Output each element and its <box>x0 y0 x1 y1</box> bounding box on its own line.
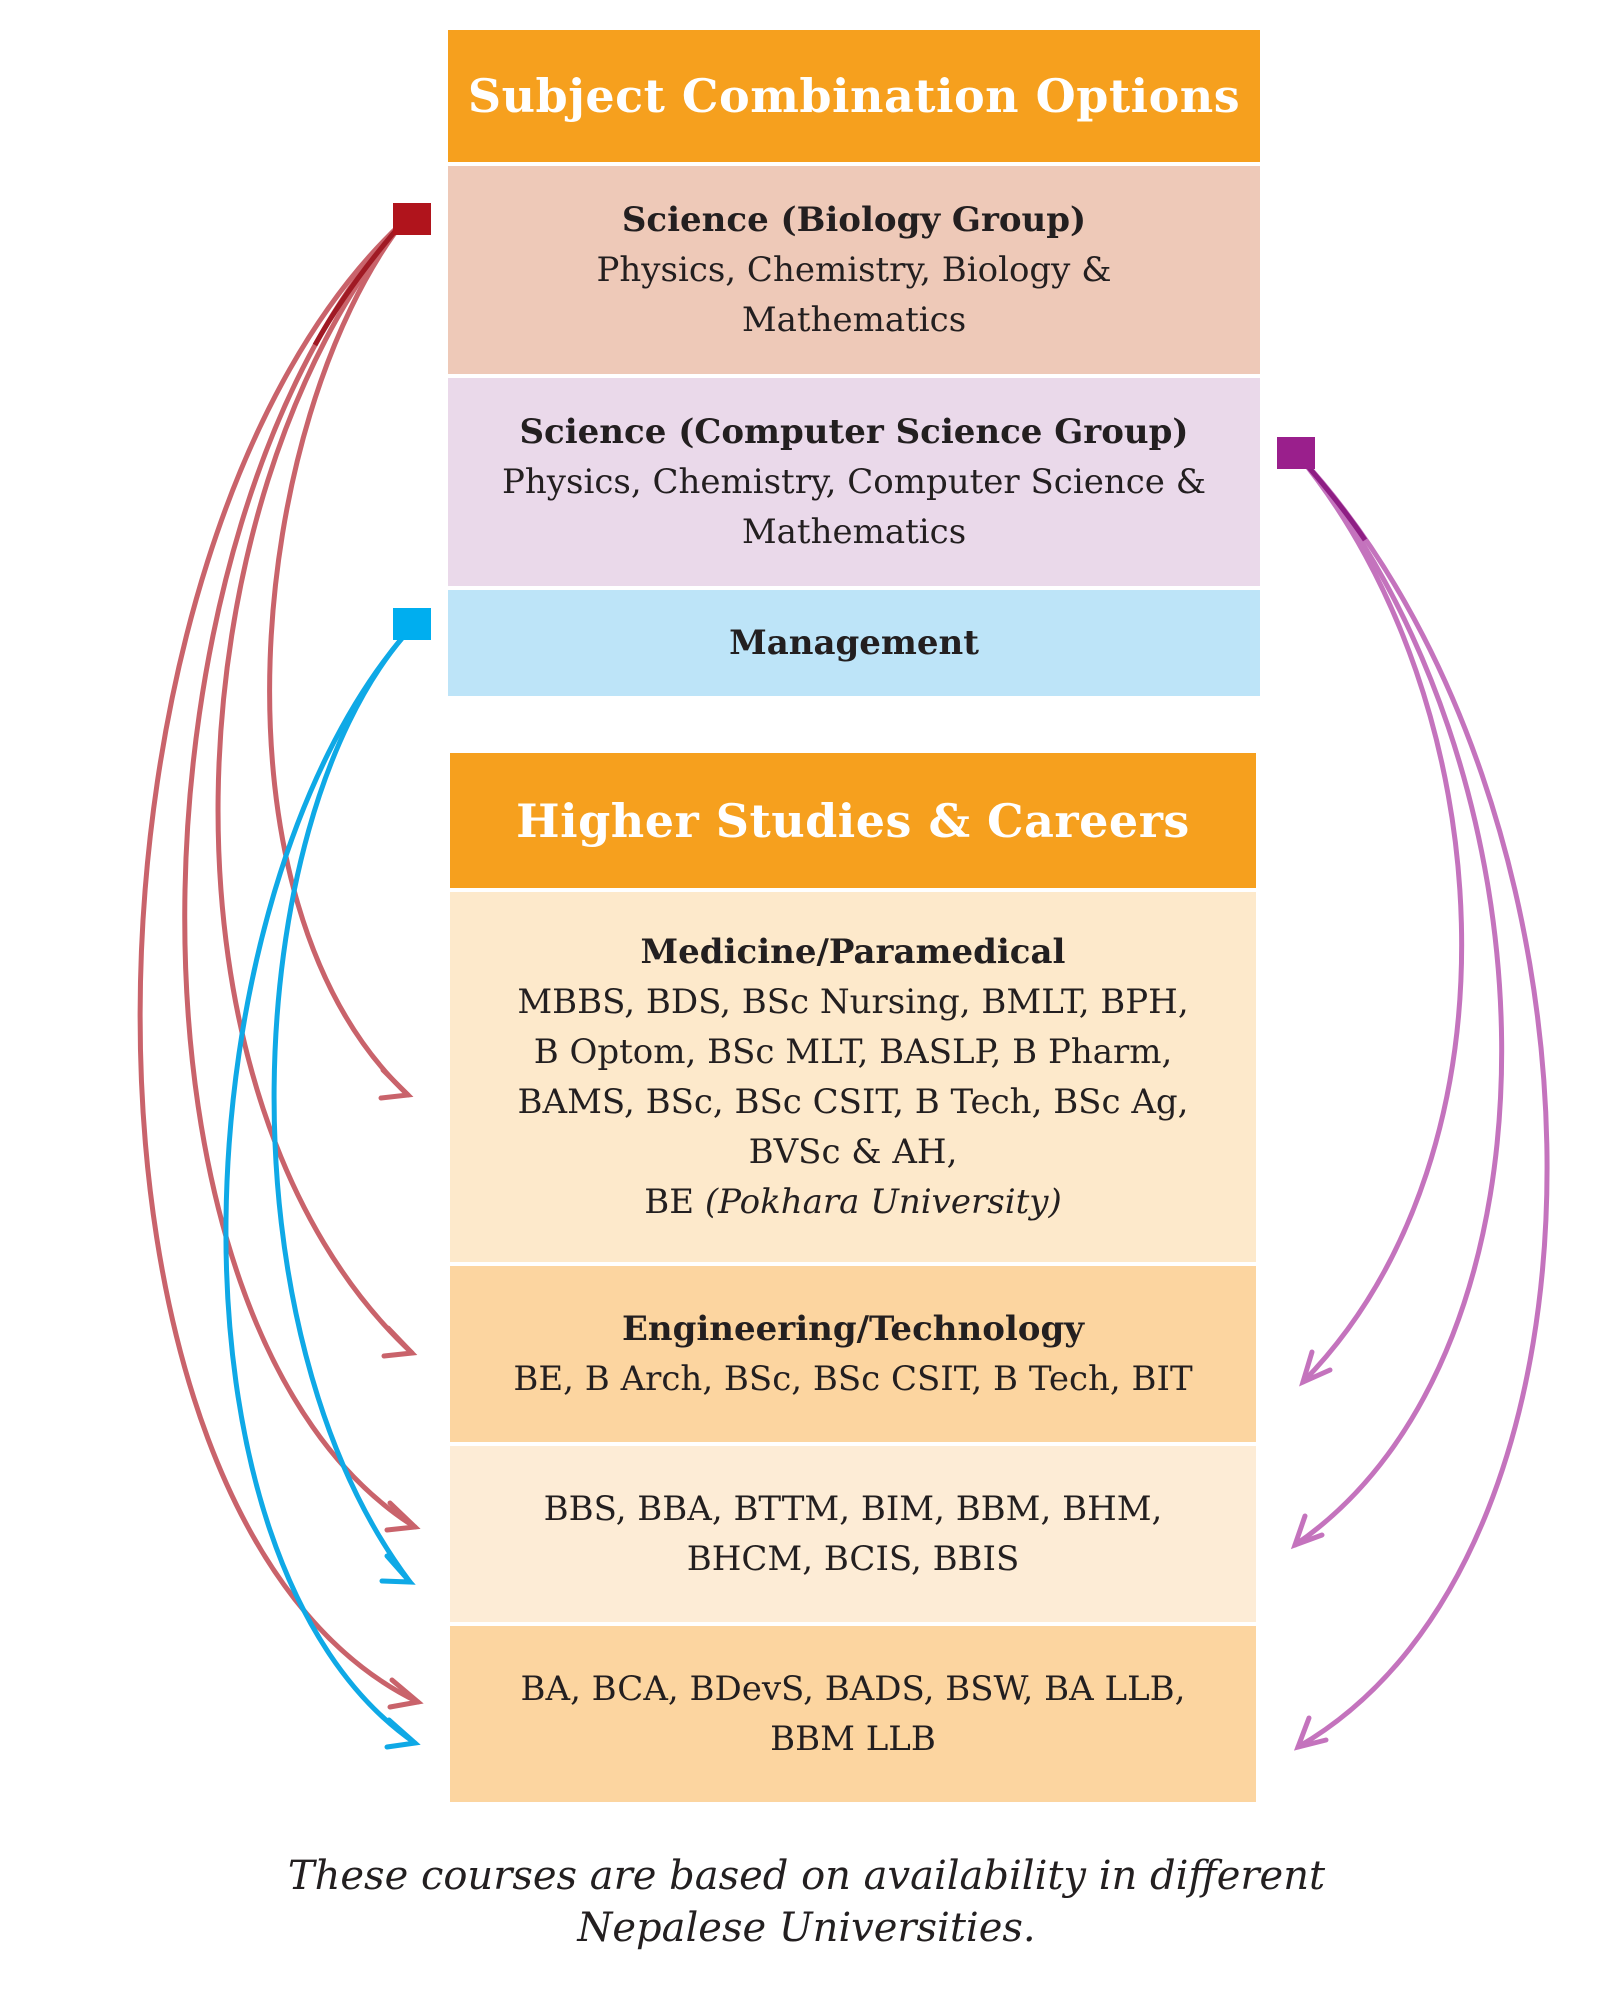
option-computer-science-line-1: Physics, Chemistry, Computer Science & <box>502 462 1206 502</box>
biology-marker <box>393 203 431 235</box>
biology-source-shadow <box>312 220 405 347</box>
computer-science-marker <box>1277 437 1315 469</box>
option-computer-science-line-2: Mathematics <box>741 512 967 552</box>
career-medicine-line-5: BE (Pokhara University) <box>644 1177 1061 1227</box>
career-management-line-2: BHCM, BCIS, BBIS <box>686 1539 1020 1579</box>
career-medicine-line-4: BVSc & AH, <box>748 1132 958 1172</box>
arrowhead-cs-management <box>1290 1513 1325 1550</box>
option-computer-science: Science (Computer Science Group) Physics… <box>448 378 1260 586</box>
career-medicine-line-2: B Optom, BSc MLT, BASLP, B Pharm, <box>533 1032 1173 1072</box>
careers-panel-title: Higher Studies & Careers <box>450 753 1256 888</box>
arrowhead-biology-humanities <box>387 1677 424 1710</box>
computer-science-arrows <box>1290 452 1550 1751</box>
career-management-line-1: BBS, BBA, BTTM, BIM, BBM, BHM, <box>543 1489 1163 1529</box>
arrow-cs-to-management <box>1292 452 1505 1548</box>
arrowhead-biology-engineering <box>381 1325 418 1359</box>
career-medicine-heading: Medicine/Paramedical <box>640 932 1066 972</box>
arrow-cs-to-engineering <box>1295 452 1465 1385</box>
career-humanities: BA, BCA, BDevS, BADS, BSW, BA LLB, BBM L… <box>450 1626 1256 1802</box>
option-biology-line-2: Mathematics <box>741 300 967 340</box>
career-engineering-line-1: BE, B Arch, BSc, BSc CSIT, B Tech, BIT <box>513 1359 1193 1399</box>
arrowhead-management-humanities <box>384 1717 421 1750</box>
career-medicine-pokhara: (Pokhara University) <box>704 1182 1062 1222</box>
career-management: BBS, BBA, BTTM, BIM, BBM, BHM, BHCM, BCI… <box>450 1446 1256 1622</box>
arrow-biology-to-management <box>182 219 418 1530</box>
arrow-management-to-humanities <box>223 634 418 1746</box>
career-humanities-line-2: BBM LLB <box>770 1719 936 1759</box>
option-biology: Science (Biology Group) Physics, Chemist… <box>448 166 1260 374</box>
arrowhead-cs-engineering <box>1299 1349 1333 1387</box>
career-medicine-be: BE <box>644 1182 695 1222</box>
arrow-biology-to-humanities <box>137 219 421 1705</box>
career-engineering: Engineering/Technology BE, B Arch, BSc, … <box>450 1266 1256 1442</box>
management-marker <box>393 608 431 640</box>
arrow-cs-to-humanities <box>1295 452 1550 1750</box>
subject-panel-title-text: Subject Combination Options <box>467 69 1241 123</box>
career-medicine-line-1: MBBS, BDS, BSc Nursing, BMLT, BPH, <box>517 982 1189 1022</box>
career-humanities-line-1: BA, BCA, BDevS, BADS, BSW, BA LLB, <box>520 1669 1186 1709</box>
career-medicine: Medicine/Paramedical MBBS, BDS, BSc Nurs… <box>450 892 1256 1262</box>
management-arrows <box>223 634 421 1750</box>
option-biology-heading: Science (Biology Group) <box>621 200 1087 240</box>
subject-panel-title: Subject Combination Options <box>448 30 1260 162</box>
arrowhead-cs-humanities <box>1293 1715 1329 1751</box>
arrowhead-biology-management <box>384 1500 421 1533</box>
arrow-biology-to-medicine <box>267 219 411 1098</box>
careers-panel-title-text: Higher Studies & Careers <box>516 793 1190 848</box>
arrow-biology-to-engineering <box>215 219 415 1356</box>
career-medicine-line-3: BAMS, BSc, BSc CSIT, B Tech, BSc Ag, <box>517 1082 1189 1122</box>
footer-line-2: Nepalese Universities. <box>577 1905 1036 1951</box>
option-management: Management <box>448 590 1260 696</box>
arrowhead-biology-medicine <box>378 1067 414 1101</box>
footer-line-1: These courses are based on availability … <box>287 1853 1326 1899</box>
career-engineering-heading: Engineering/Technology <box>621 1309 1085 1349</box>
option-biology-line-1: Physics, Chemistry, Biology & <box>596 250 1112 290</box>
cs-source-shadow <box>1296 453 1368 542</box>
footer-note: These courses are based on availability … <box>0 1850 1613 1954</box>
option-management-heading: Management <box>729 623 979 663</box>
option-computer-science-heading: Science (Computer Science Group) <box>519 412 1189 452</box>
arrow-management-to-management-careers <box>271 634 413 1585</box>
arrowhead-management-careers <box>379 1553 416 1585</box>
biology-arrows <box>137 219 424 1710</box>
